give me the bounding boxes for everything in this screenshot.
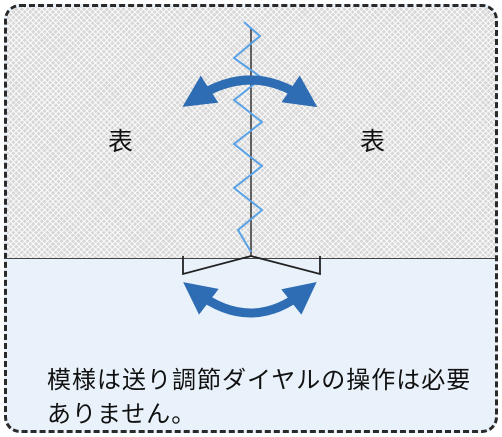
instruction-note: 模様は送り調節ダイヤルの操作は必要ありません。 [47,366,472,428]
fabric-label-right: 表 [360,127,386,156]
rotate-arrow-icon [183,281,317,318]
zigzag-stitch-icon [232,21,264,253]
rotate-arrow-icon [182,75,318,108]
presser-foot-bracket [182,255,321,276]
fabric-label-left: 表 [108,127,134,156]
